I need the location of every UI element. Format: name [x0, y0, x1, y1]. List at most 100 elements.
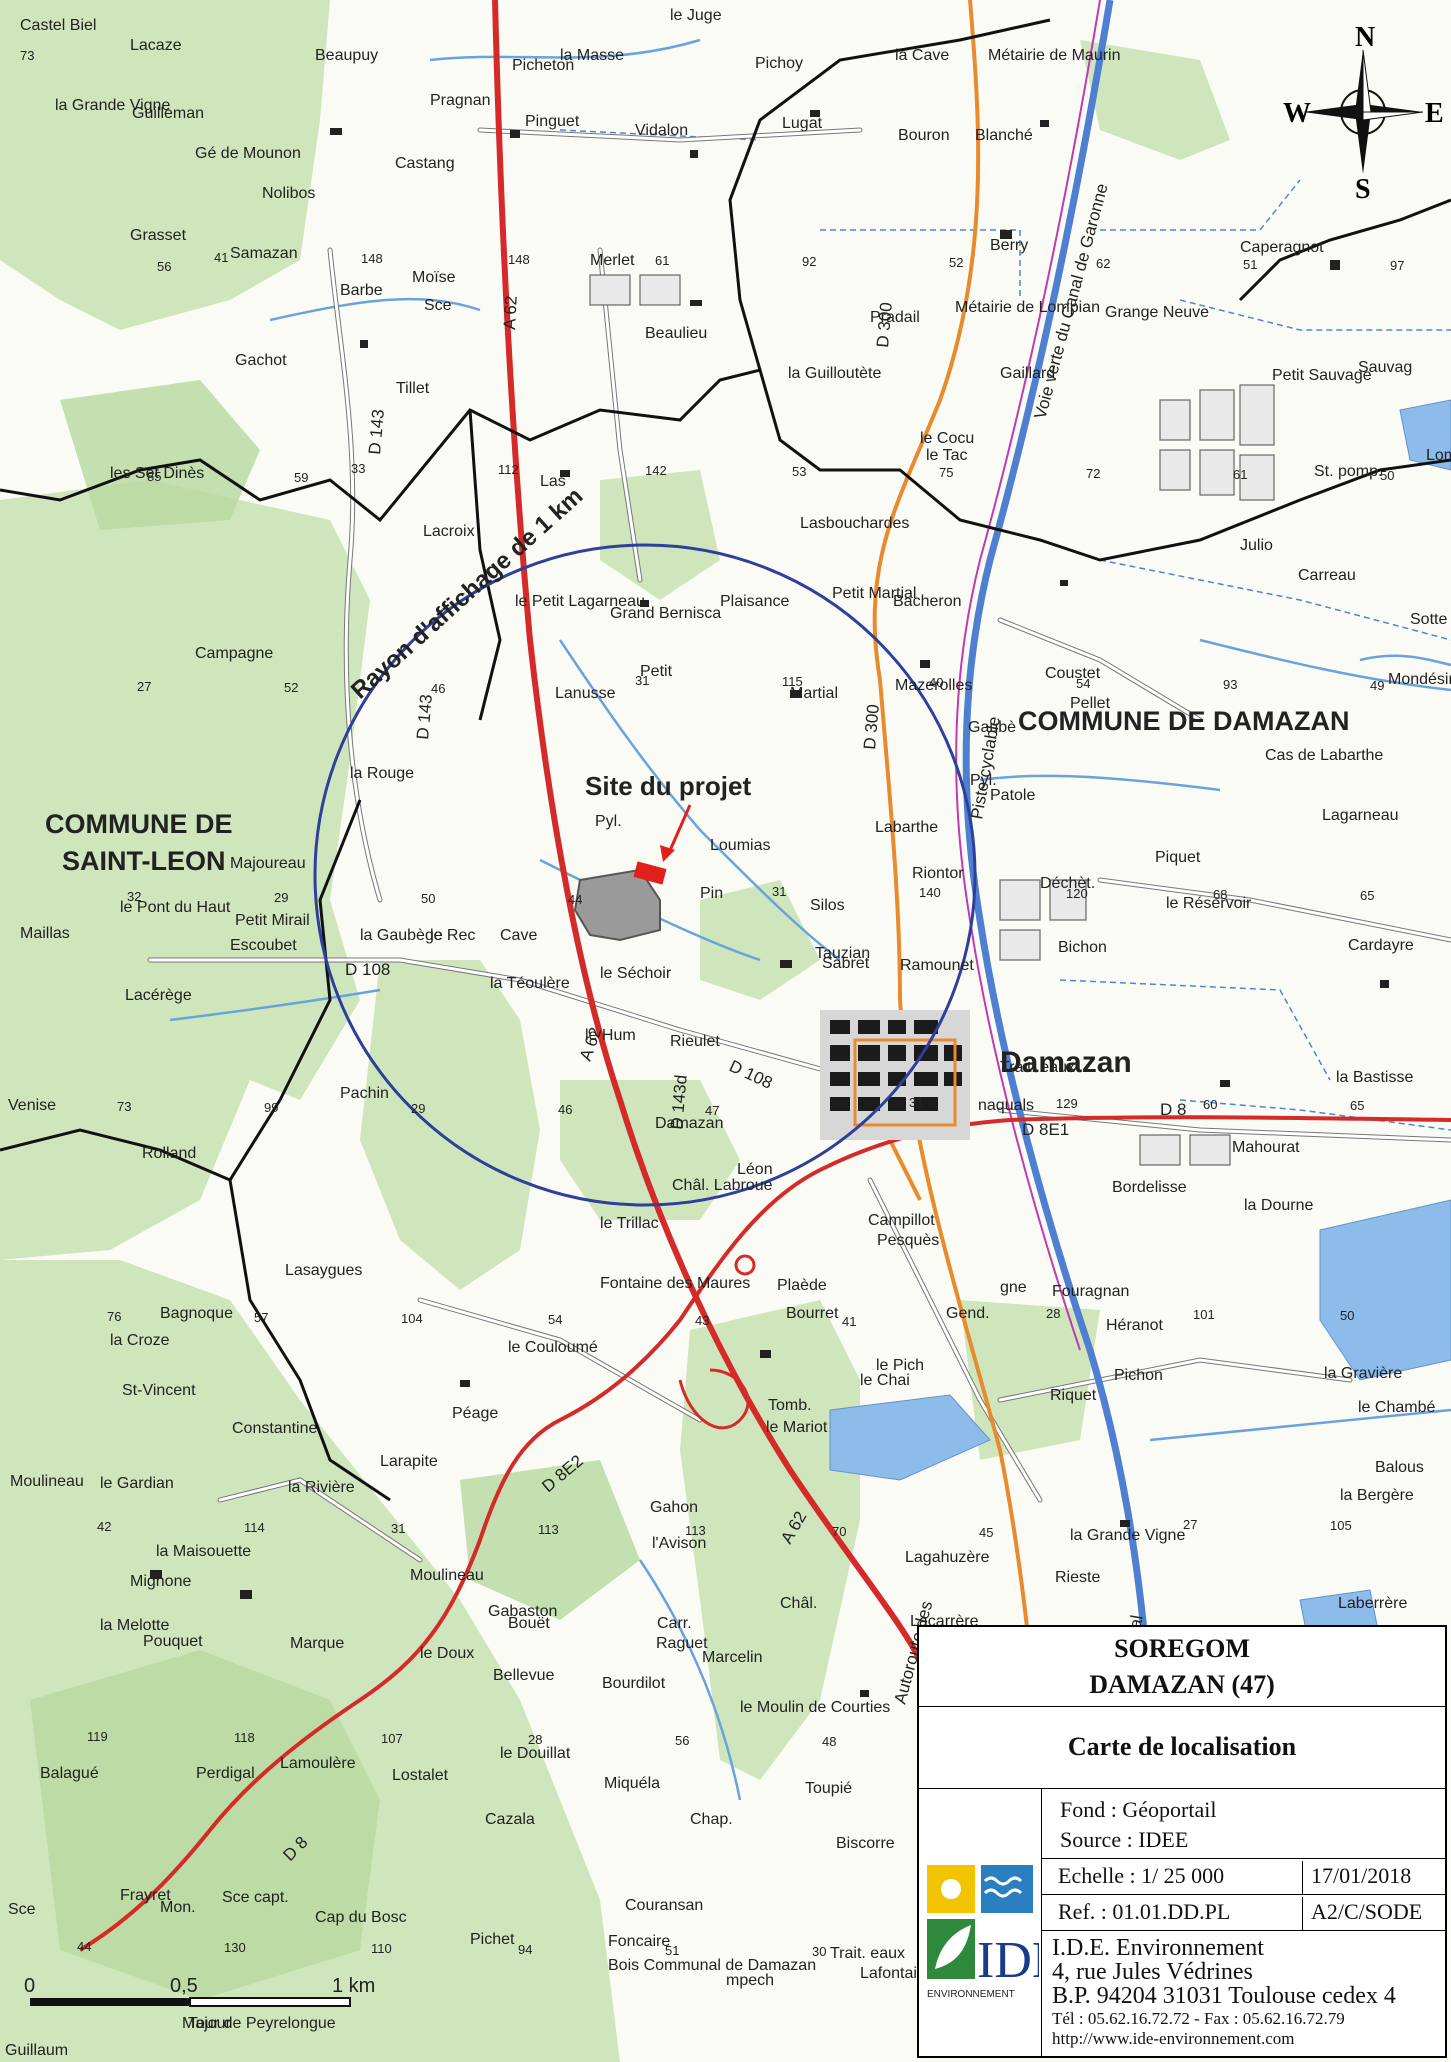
place-label: la Guilloutète — [788, 365, 881, 382]
place-label: Gé de Mounon — [195, 145, 301, 162]
elevation-label: 51 — [665, 1943, 679, 1958]
place-label: Pellet — [1070, 695, 1111, 712]
place-label: Chap. — [690, 1811, 733, 1828]
place-label: Gaillard — [1000, 365, 1055, 382]
elevation-label: 93 — [1223, 677, 1237, 692]
place-label: la Dourne — [1244, 1197, 1313, 1214]
forest-areas — [0, 0, 1230, 2062]
company-website[interactable]: http://www.ide-environnement.com — [1052, 2029, 1295, 2048]
elevation-label: 32 — [127, 889, 141, 904]
place-label: Pichoy — [755, 55, 803, 72]
place-label: la Téoulère — [490, 975, 570, 992]
place-label: la Masse — [560, 47, 624, 64]
place-label: Métairie de Lompian — [955, 299, 1100, 316]
place-label: Mignone — [130, 1573, 191, 1590]
elevation-label: 68 — [1213, 887, 1227, 902]
site-label: Site du projet — [585, 771, 751, 801]
place-label: la Grande Vigne — [1070, 1527, 1185, 1544]
elevation-label: 44 — [568, 892, 582, 907]
place-label: Majour — [182, 2015, 232, 2032]
place-label: le Tac — [926, 447, 968, 464]
elevation-label: 140 — [919, 885, 941, 900]
place-label: Mahourat — [1232, 1139, 1300, 1156]
elevation-label: 50 — [1380, 468, 1394, 483]
project-site-marker[interactable] — [633, 861, 667, 885]
place-label: Métairie de Maurin — [988, 47, 1121, 64]
place-label: Majoureau — [230, 855, 306, 872]
place-label: Châl. — [780, 1595, 817, 1612]
place-label: Pouquet — [143, 1633, 203, 1650]
place-label: Marcelin — [702, 1649, 762, 1666]
place-label: Larapite — [380, 1453, 438, 1470]
code-text: A2/C/SODE — [1302, 1897, 1448, 1931]
place-label: Tour de Peyrelongue — [188, 2015, 336, 2032]
place-label: Merlet — [590, 252, 635, 269]
place-label: le Séchoir — [600, 965, 672, 982]
elevation-label: 27 — [137, 679, 151, 694]
elevation-label: 29 — [411, 1101, 425, 1116]
place-label: Cas de Labarthe — [1265, 747, 1383, 764]
place-label: Campillot — [868, 1212, 935, 1229]
place-label: Damazan — [655, 1115, 723, 1132]
elevation-label: 110 — [371, 1941, 392, 1956]
place-label: Cardayre — [1348, 937, 1414, 954]
elevation-label: 42 — [97, 1519, 111, 1534]
elevation-label: 72 — [1086, 466, 1100, 481]
project-location: DAMAZAN (47) — [1089, 1670, 1275, 1699]
compass-rose: N S E W — [1283, 22, 1443, 200]
motorway-interchange — [734, 1254, 756, 1276]
elevation-label: 76 — [107, 1309, 121, 1324]
leaf-icon — [935, 1925, 971, 1969]
elevation-label: 120 — [1066, 886, 1088, 901]
place-label: Léon — [737, 1161, 773, 1178]
place-label: Trait. eaux — [1000, 1059, 1075, 1076]
date-text: 17/01/2018 — [1302, 1861, 1448, 1895]
place-label: la Gravière — [1324, 1365, 1402, 1382]
place-label: Gend. — [946, 1305, 990, 1322]
place-label: Venise — [8, 1097, 56, 1114]
place-label: le Juge — [670, 7, 722, 24]
elevation-label: 148 — [508, 252, 530, 267]
elevation-label: 31 — [909, 1095, 923, 1110]
place-label: Héranot — [1106, 1317, 1163, 1334]
elevation-label: 41 — [842, 1314, 856, 1329]
commune-damazan-label: COMMUNE DE DAMAZAN — [1018, 706, 1349, 736]
place-label: Trait. eaux — [830, 1945, 905, 1962]
place-label: Gahon — [650, 1499, 698, 1516]
elevation-label: 46 — [431, 681, 445, 696]
elevation-label: 101 — [1193, 1307, 1215, 1322]
place-label: Moulineau — [10, 1473, 84, 1490]
drainage-lines — [559, 129, 1451, 1131]
elevation-label: 43 — [695, 1313, 709, 1328]
elevation-label: 57 — [254, 1310, 268, 1325]
place-label: le Moulin de Courties — [740, 1699, 890, 1716]
place-label: le Chambé — [1358, 1399, 1435, 1416]
place-label: Bordelisse — [1112, 1179, 1187, 1196]
place-label: Pichet — [470, 1931, 515, 1948]
place-label: Sotte — [1410, 611, 1447, 628]
place-label: Lasaygues — [285, 1262, 362, 1279]
place-label: Bouron — [898, 127, 950, 144]
elevation-label: 54 — [548, 1312, 562, 1327]
place-label: Petit Martial — [832, 585, 916, 602]
place-label: Carr. — [657, 1615, 692, 1632]
map-title: Carte de localisation — [1067, 1732, 1297, 1761]
place-label: la Grande Vigne — [55, 97, 170, 114]
elevation-label: 47 — [705, 1103, 719, 1118]
logo-subtext: ENVIRONNEMENT — [927, 1989, 1015, 2000]
place-label: Sce — [8, 1901, 36, 1918]
place-label: Tauzian — [815, 945, 870, 962]
place-label: Picheton — [512, 57, 574, 74]
place-label: le Cocu — [920, 430, 974, 447]
place-label: le Hum — [585, 1027, 636, 1044]
place-label: Pyl. — [970, 772, 997, 789]
elevation-label: 99 — [264, 1100, 278, 1115]
place-label: Pyl. — [595, 813, 622, 830]
place-label: Sauvag — [1358, 359, 1412, 376]
place-label: Grasset — [130, 227, 187, 244]
sun-icon — [941, 1879, 961, 1899]
project-site-area — [573, 804, 692, 942]
company-address1: 4, rue Jules Védrines — [1052, 1959, 1253, 1985]
elevation-label: 70 — [832, 1524, 846, 1539]
